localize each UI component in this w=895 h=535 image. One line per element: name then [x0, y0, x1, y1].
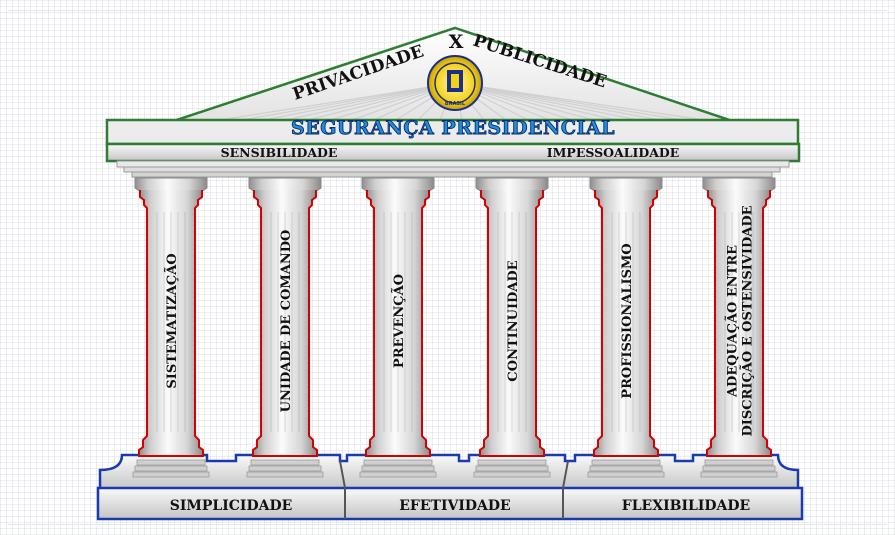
- column-4: CONTINUIDADE: [473, 177, 551, 478]
- entablature-steps: [116, 160, 790, 178]
- columns: SISTEMATIZAÇÃO UNIDADE DE COMANDO PREVENÇÃ…: [132, 177, 778, 478]
- base-plinth: [96, 486, 804, 521]
- column-label: UNIDADE DE COMANDO: [279, 230, 294, 413]
- column-5: PROFISSIONALISMO: [587, 177, 665, 478]
- frame-top: [8, 10, 887, 11]
- presidential-seal-icon: BRASIL: [427, 55, 483, 111]
- beam-band: [105, 142, 801, 163]
- column-label: PREVENÇÃO: [391, 274, 407, 368]
- beam-label-left: SENSIBILIDADE: [221, 145, 338, 160]
- base-label-left: SIMPLICIDADE: [170, 498, 293, 514]
- column-label: SISTEMATIZAÇÃO: [164, 253, 180, 388]
- roof-band: [105, 118, 800, 146]
- column-label: DISCRIÇÃO E OSTENSIVIDADE: [740, 205, 756, 436]
- column-1: SISTEMATIZAÇÃO: [132, 177, 210, 478]
- column-label: PROFISSIONALISMO: [620, 243, 635, 398]
- roof-separator: X: [449, 31, 464, 53]
- column-label: CONTINUIDADE: [506, 260, 521, 381]
- seal-text: BRASIL: [445, 101, 466, 107]
- base-label-center: EFETIVIDADE: [399, 498, 510, 514]
- column-3: PREVENÇÃO: [359, 177, 437, 478]
- main-title: SEGURANÇA PRESIDENCIAL: [291, 117, 615, 139]
- column-2: UNIDADE DE COMANDO: [246, 177, 324, 478]
- frame-bottom: [8, 524, 887, 525]
- beam-label-right: IMPESSOALIDADE: [547, 145, 680, 160]
- column-label: ADEQUAÇÃO ENTRE: [725, 245, 741, 398]
- base-label-right: FLEXIBILIDADE: [622, 498, 750, 514]
